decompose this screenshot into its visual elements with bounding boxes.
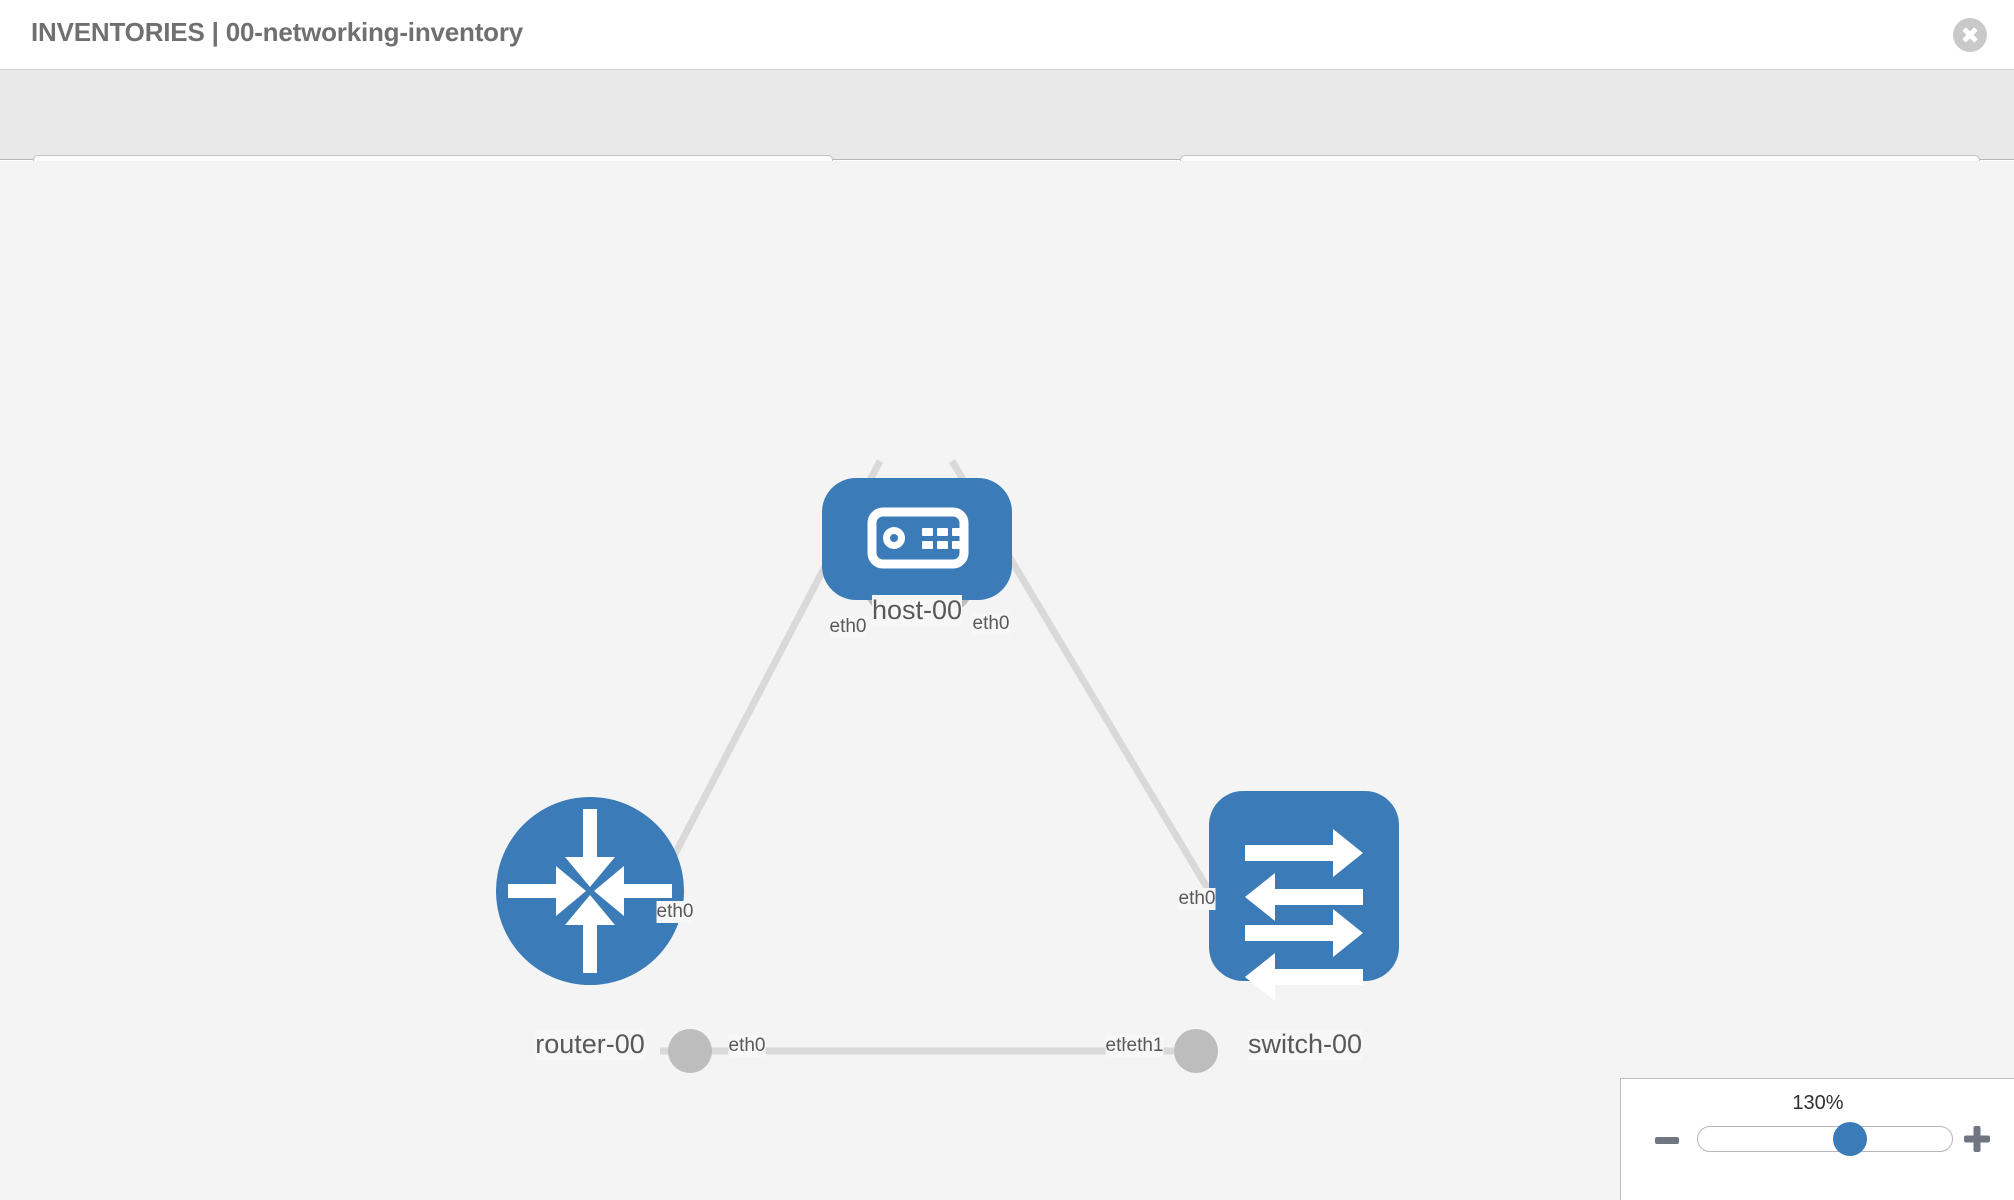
connector-switch-left <box>1174 1029 1218 1073</box>
zoom-in-button[interactable] <box>1964 1126 1990 1152</box>
connector-router-right <box>668 1029 712 1073</box>
interface-label: eth0 <box>656 901 694 923</box>
server-icon <box>867 507 969 569</box>
switch-icon <box>1245 829 1363 1001</box>
zoom-slider-track[interactable] <box>1697 1122 1953 1156</box>
interface-label: eth0 <box>972 613 1010 635</box>
toolbar: ACTIONS SEARCH <box>0 70 2014 208</box>
node-host-00 <box>822 478 1012 600</box>
node-router-00 <box>496 797 684 985</box>
topology-graph <box>496 459 1399 1073</box>
page-header: INVENTORIES | 00-networking-inventory <box>0 0 2014 70</box>
router-icon <box>508 809 672 973</box>
page-title: INVENTORIES | 00-networking-inventory <box>31 17 524 47</box>
interface-label: eth0 <box>829 616 867 638</box>
interface-label: eth0 <box>728 1035 766 1057</box>
zoom-control-panel: 130% <box>1620 1078 2014 1200</box>
zoom-level-value: 130% <box>1792 1092 1844 1114</box>
zoom-slider-thumb[interactable] <box>1833 1122 1868 1156</box>
node-label-switch-00: switch-00 <box>1247 1029 1363 1060</box>
node-switch-00 <box>1209 791 1399 1001</box>
close-icon[interactable] <box>1953 18 1987 52</box>
interface-label: eth1 <box>1126 1035 1164 1057</box>
zoom-out-button[interactable] <box>1655 1137 1679 1144</box>
topology-canvas[interactable]: host-00 router-00 switch-00 eth0 eth0 et… <box>0 161 2014 1200</box>
node-label-host-00: host-00 <box>871 595 963 626</box>
interface-label: eth0 <box>1178 888 1216 910</box>
node-label-router-00: router-00 <box>535 1029 645 1060</box>
